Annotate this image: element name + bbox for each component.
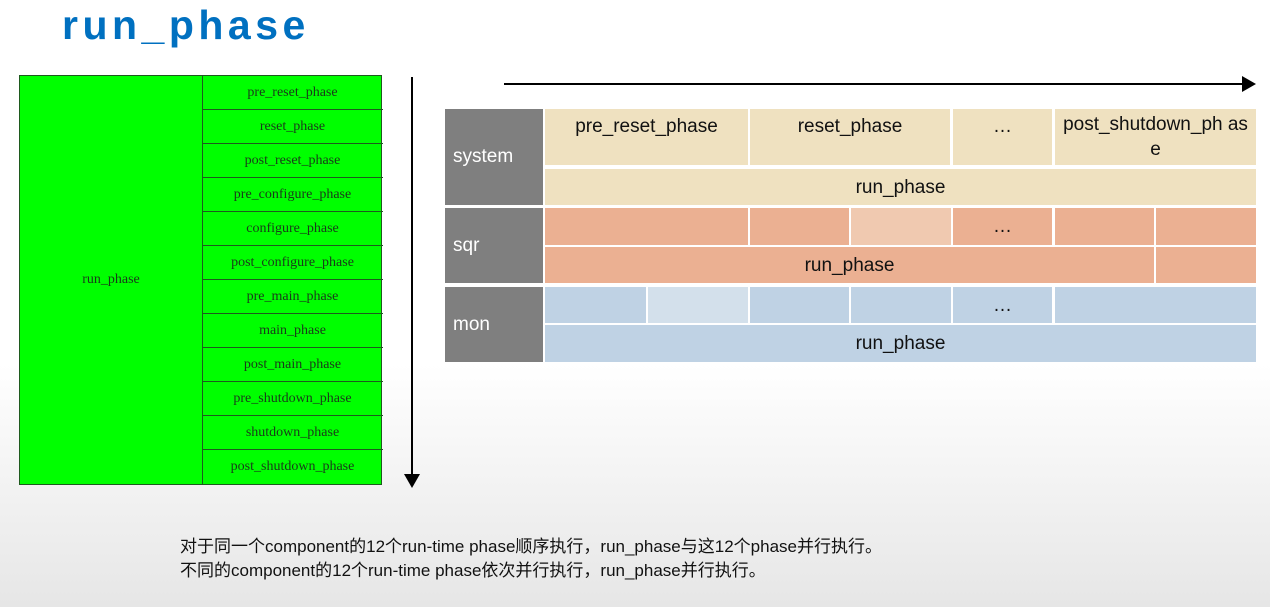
notes: 对于同一个component的12个run-time phase顺序执行，run… — [180, 535, 882, 583]
note-line: 对于同一个component的12个run-time phase顺序执行，run… — [180, 537, 882, 556]
mon-phase-cell — [750, 287, 849, 323]
phase-cell: pre_reset_phase — [202, 76, 383, 110]
arrow-right-icon — [1242, 76, 1256, 92]
system-phase-cell: … — [953, 109, 1052, 165]
phase-cell: shutdown_phase — [202, 416, 383, 450]
sqr-phase-cell — [851, 208, 951, 245]
phase-cell: configure_phase — [202, 212, 383, 246]
mon-phase-cell — [1055, 287, 1256, 323]
system-phase-cell: reset_phase — [750, 109, 950, 165]
row-label-sqr: sqr — [445, 208, 543, 283]
phase-cell: main_phase — [202, 314, 383, 348]
sqr-phase-cell — [750, 208, 849, 245]
mon-phase-cell — [851, 287, 951, 323]
system-phase-cell: post_shutdown_ph ase — [1055, 109, 1256, 165]
mon-phase-cell — [545, 287, 646, 323]
mon-phase-cell: … — [953, 287, 1052, 323]
mon-phase-cell — [648, 287, 748, 323]
sqr-run-phase-tail — [1156, 247, 1256, 283]
phase-cell: post_shutdown_phase — [230, 459, 355, 474]
sqr-phase-cell: … — [953, 208, 1052, 245]
system-run-phase: run_phase — [545, 169, 1256, 205]
page-title: run_phase — [62, 2, 310, 48]
mon-run-phase: run_phase — [545, 325, 1256, 362]
phase-cell: pre_configure_phase — [202, 178, 383, 212]
time-arrow-vertical — [411, 77, 413, 479]
phase-cell: post_main_phase — [202, 348, 383, 382]
phase-cell: post_configure_phase — [202, 246, 383, 280]
phase-cell: reset_phase — [202, 110, 383, 144]
sqr-phase-cell — [545, 208, 748, 245]
phase-cell: pre_shutdown_phase — [202, 382, 383, 416]
system-phase-cell: pre_reset_phase — [545, 109, 748, 165]
phase-cell: post_reset_phase — [202, 144, 383, 178]
phase-cell: pre_main_phase — [202, 280, 383, 314]
sqr-run-phase: run_phase — [545, 247, 1154, 283]
note-line: 不同的component的12个run-time phase依次并行执行，run… — [180, 561, 766, 580]
row-label-mon: mon — [445, 287, 543, 362]
time-arrow-horizontal — [504, 83, 1250, 85]
sqr-phase-cell — [1055, 208, 1154, 245]
row-label-system: system — [445, 109, 543, 205]
sqr-phase-cell — [1156, 208, 1256, 245]
run-phase-block: run_phase — [20, 76, 203, 484]
arrow-down-icon — [404, 474, 420, 488]
